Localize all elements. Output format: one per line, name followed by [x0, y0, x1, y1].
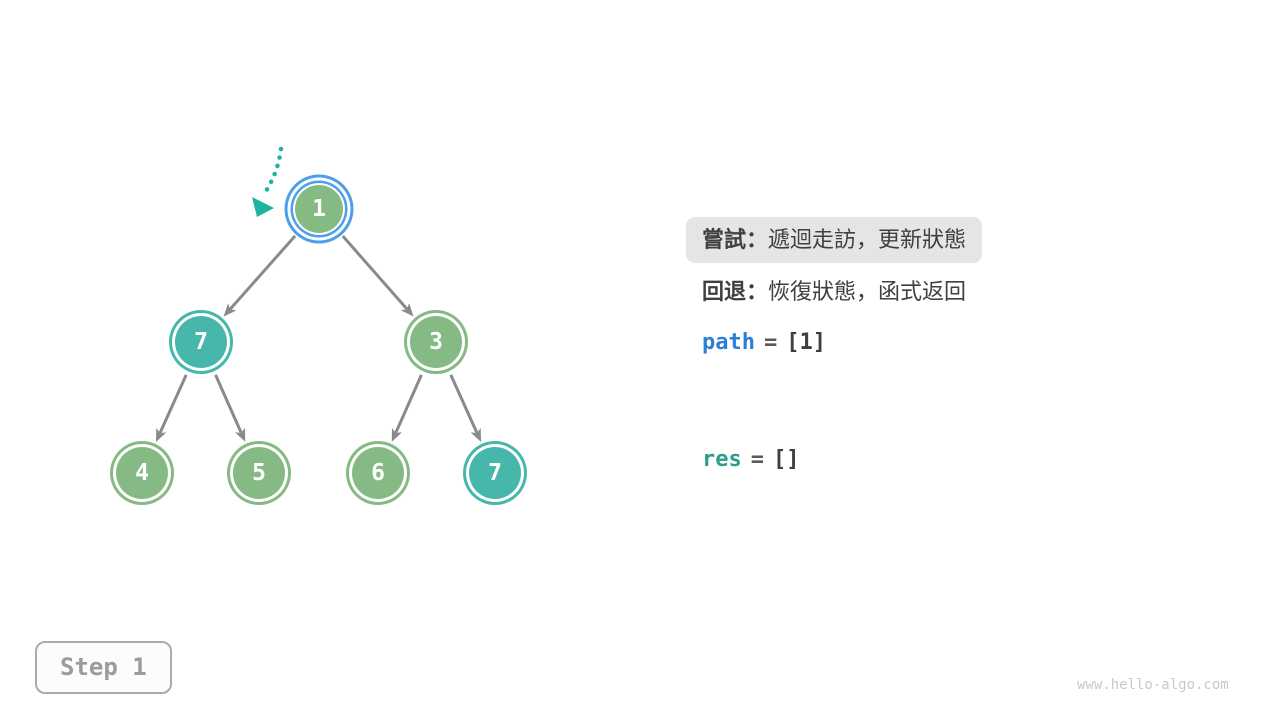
- tree-edge: [449, 374, 482, 442]
- note-backtrack: 回退：恢復狀態，函式返回: [702, 279, 966, 305]
- tree-node-label: 3: [429, 329, 443, 355]
- res-variable: res: [702, 447, 742, 472]
- tree-edge: [391, 374, 423, 442]
- step-badge: Step 1: [35, 641, 172, 694]
- note-try-text: 遞迴走訪，更新狀態: [768, 227, 967, 252]
- tree-node-n5: 5: [233, 447, 285, 499]
- tree-node-label: 7: [194, 329, 208, 355]
- tree-node-label: 5: [252, 460, 266, 486]
- path-state-line: path = [1]: [702, 330, 826, 356]
- res-equals: =: [750, 447, 764, 472]
- tree-edges: [155, 234, 482, 442]
- tree-node-n4: 4: [116, 447, 168, 499]
- current-node-pointer-icon: [252, 146, 284, 217]
- tree-node-n1: 1: [295, 185, 343, 233]
- tree-edge: [341, 235, 414, 317]
- tree-node-n2: 7: [175, 316, 227, 368]
- tree-edges-svg: [155, 146, 482, 442]
- path-value: [1]: [786, 330, 826, 355]
- tree-edge: [155, 374, 188, 442]
- note-try: 嘗試：遞迴走訪，更新狀態: [686, 217, 983, 263]
- tree-node-n6: 6: [352, 447, 404, 499]
- tree-node-label: 6: [371, 460, 385, 486]
- note-backtrack-label: 回退：: [702, 279, 769, 304]
- path-variable: path: [702, 330, 755, 355]
- tree-node-label: 1: [312, 196, 326, 222]
- tree-node-n3: 3: [410, 316, 462, 368]
- res-state-line: res = []: [702, 447, 800, 473]
- note-backtrack-text: 恢復狀態，函式返回: [768, 279, 967, 304]
- res-value: []: [773, 447, 800, 472]
- tree-edge: [223, 234, 297, 317]
- note-try-label: 嘗試：: [702, 227, 769, 252]
- tree-edge: [214, 374, 246, 442]
- tree-node-label: 4: [135, 460, 149, 486]
- pointer-arrowhead: [252, 197, 274, 217]
- tree-node-n7: 7: [469, 447, 521, 499]
- pointer-dotted-line: [263, 146, 284, 194]
- tree-node-label: 7: [488, 460, 502, 486]
- path-equals: =: [763, 330, 778, 355]
- watermark: www.hello-algo.com: [1077, 677, 1229, 693]
